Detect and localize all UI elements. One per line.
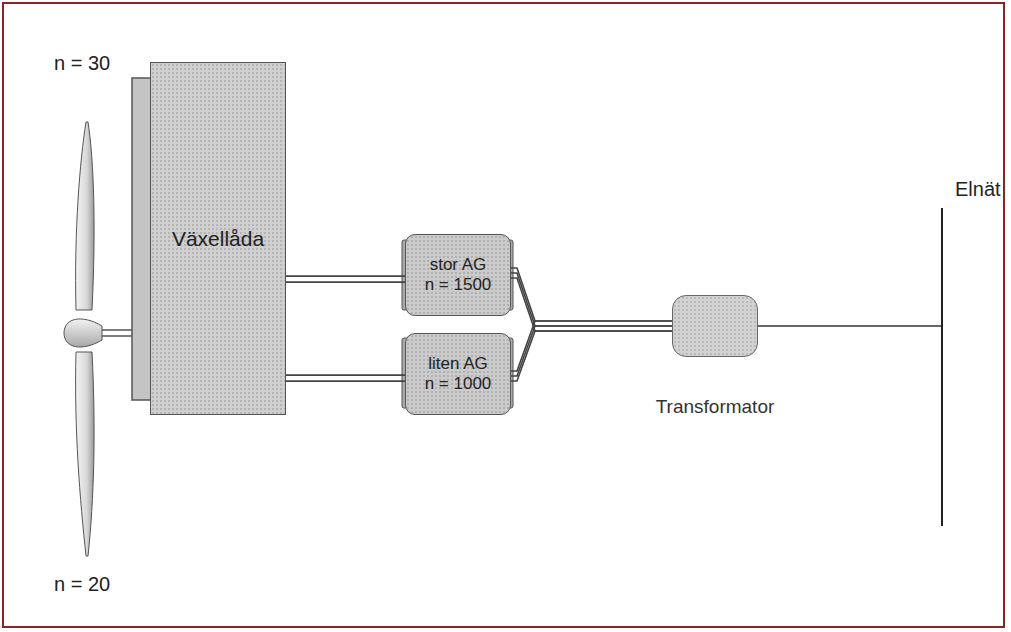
- rotor-blade: [76, 352, 94, 556]
- wire-line: [511, 278, 672, 331]
- connector: [286, 276, 405, 282]
- wire-line: [286, 281, 405, 283]
- connector: [286, 375, 405, 381]
- grid-label: Elnät: [955, 178, 1001, 201]
- wire-line: [511, 268, 672, 321]
- wire-line: [286, 275, 405, 277]
- shaft: [100, 329, 132, 331]
- generator-box: liten AGn = 1000: [405, 333, 511, 415]
- transformer-box: Transformator: [672, 295, 758, 357]
- node-sublabel: n = 1000: [425, 374, 492, 394]
- speed-label: n = 30: [54, 52, 110, 75]
- node-sublabel: n = 1500: [425, 275, 492, 295]
- wire-line: [511, 326, 672, 376]
- wire-line: [511, 321, 672, 371]
- gearbox-box: Växellåda: [150, 62, 286, 415]
- rotor-hub: [64, 319, 102, 347]
- generator-box: stor AGn = 1500: [405, 234, 511, 316]
- wire-line: [286, 374, 405, 376]
- node-label: stor AG: [430, 255, 487, 275]
- connector: [511, 321, 672, 381]
- node-label: liten AG: [428, 354, 488, 374]
- wire-line: [511, 331, 672, 381]
- node-label: Transformator: [656, 396, 775, 419]
- grid-wire: [758, 325, 942, 327]
- node-label: Växellåda: [172, 226, 264, 251]
- grid-bus: [941, 208, 943, 526]
- shaft: [100, 335, 132, 337]
- wire-line: [511, 273, 672, 326]
- speed-label: n = 20: [54, 573, 110, 596]
- wire-line: [286, 380, 405, 382]
- rotor-blade: [76, 122, 94, 310]
